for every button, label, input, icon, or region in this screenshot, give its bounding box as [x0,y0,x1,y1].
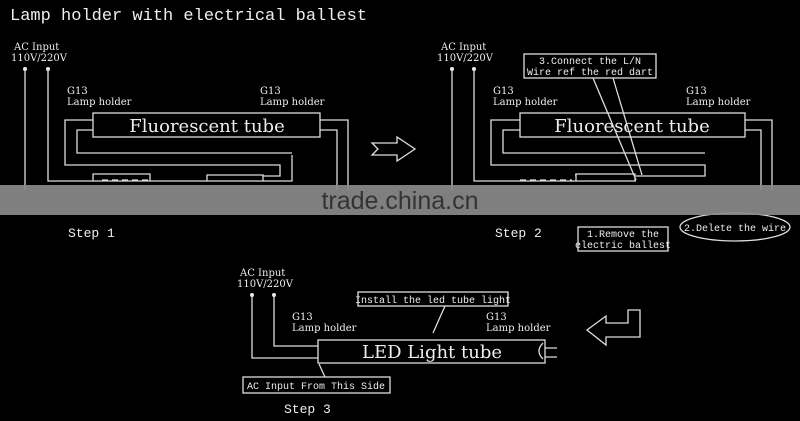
connect-note-box [523,53,657,79]
connect-note-pointer [592,77,643,181]
g13-label-left: G13 [67,86,88,97]
wires [251,295,557,359]
step3-label: Step 3 [284,402,331,417]
connect-note-line1: 3.Connect the L/N [539,56,641,68]
tube-end-cap [538,342,544,360]
lamp-holder-label-right: Lamp holder [686,97,751,108]
ac-voltage-label: 110V/220V [237,279,294,290]
connect-note-line2: Wire ref the red dart [527,67,653,79]
g13-label-right: G13 [486,312,507,323]
ac-voltage-label: 110V/220V [11,53,68,64]
led-tube [317,339,546,364]
fluorescent-tube [92,112,321,138]
ac-side-pointer [318,363,326,378]
step3-diagram: AC Input 110V/220V G13 Lamp holder G13 L… [237,268,557,417]
wires [24,69,349,190]
ballast-box [206,174,264,181]
ac-side-note-box [242,376,391,394]
led-tube-label: LED Light tube [362,342,502,363]
diagram-title: Lamp holder with electrical ballest [10,7,367,26]
lamp-holder-label-right: Lamp holder [260,97,325,108]
tube-label: Fluorescent tube [129,116,284,137]
g13-label-left: G13 [493,86,514,97]
ac-side-note: AC Input From This Side [247,381,385,393]
lamp-holder-label-left: Lamp holder [292,323,357,334]
lamp-holder-label-right: Lamp holder [486,323,551,334]
g13-label-left: G13 [292,312,313,323]
fluorescent-tube [519,112,746,138]
arrow-right-icon [370,135,417,163]
delete-wire-note: 2.Delete the wire [684,223,786,235]
wires [451,69,773,190]
remove-ballast-note-box [577,226,669,252]
starter-box [92,173,151,181]
step2-diagram: AC Input 110V/220V G13 Lamp holder G13 L… [437,42,791,252]
watermark-band [0,185,800,215]
install-note-pointer [432,305,446,334]
ac-voltage-label: 110V/220V [437,53,494,64]
ac-input-label: AC Input [13,42,59,53]
lamp-holder-label-left: Lamp holder [67,97,132,108]
step2-label: Step 2 [495,226,542,241]
tube-label: Fluorescent tube [554,116,709,137]
install-note: Install the led tube light [355,295,511,307]
watermark-text: trade.china.cn [321,187,478,215]
install-note-box [357,291,509,307]
arrow-left-icon [585,309,641,347]
ac-input-label: AC Input [440,42,486,53]
remove-note-line1: 1.Remove the [587,229,659,241]
remove-note-line2: electric ballest [575,240,671,252]
ac-input-label: AC Input [239,268,285,279]
g13-label-right: G13 [686,86,707,97]
step1-diagram: AC Input 110V/220V G13 Lamp holder G13 L… [11,42,349,241]
lamp-holder-label-left: Lamp holder [493,97,558,108]
g13-label-right: G13 [260,86,281,97]
step1-label: Step 1 [68,226,115,241]
